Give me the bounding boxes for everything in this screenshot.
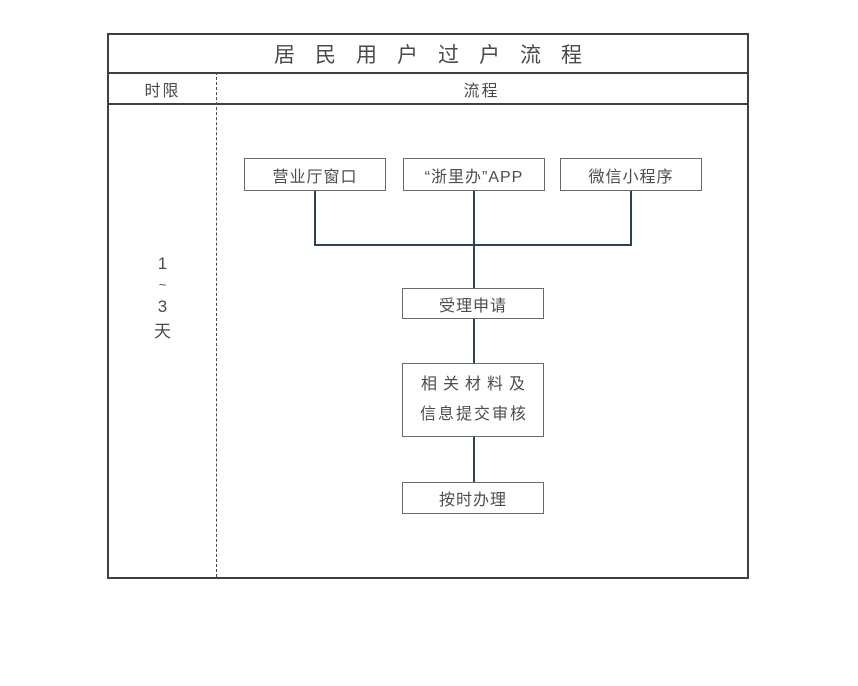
time-limit-char-3: 3 [157,297,168,316]
flowchart-frame: 居民用户过户流程 时限 流程 1 ~ 3 天 营业厅窗口 “浙里办”APP 微信… [107,33,749,579]
channel-box-wechat-miniprogram: 微信小程序 [560,158,702,191]
connector-stub-left [314,191,316,246]
time-limit-label: 1 ~ 3 天 [109,251,216,344]
connector-stub-right [630,191,632,246]
step-box-materials-review: 相关材料及 信息提交审核 [402,363,544,437]
column-header-time-limit: 时限 [144,82,181,100]
column-divider-dashed-line [216,72,217,577]
channel-box-zheliban-app: “浙里办”APP [403,158,545,191]
step-box-accept-application: 受理申请 [402,288,544,319]
page-title: 居民用户过户流程 [109,35,747,74]
materials-review-line-1: 相关材料及 [420,376,531,393]
materials-review-line-2: 信息提交审核 [419,406,528,423]
step-box-handle-on-time: 按时办理 [402,482,544,514]
connector-accept-to-materials [473,319,475,363]
time-limit-char-1: 1 [157,254,168,273]
flowchart-frame-inner: 居民用户过户流程 时限 流程 1 ~ 3 天 营业厅窗口 “浙里办”APP 微信… [109,35,747,577]
table-header-row: 时限 流程 [109,74,747,105]
connector-materials-to-handle [473,437,475,482]
time-limit-char-tilde: ~ [158,277,167,292]
connector-channels-to-accept [473,191,475,288]
time-limit-char-day: 天 [154,322,171,341]
column-header-flow: 流程 [463,82,500,100]
channel-box-service-hall: 营业厅窗口 [244,158,386,191]
